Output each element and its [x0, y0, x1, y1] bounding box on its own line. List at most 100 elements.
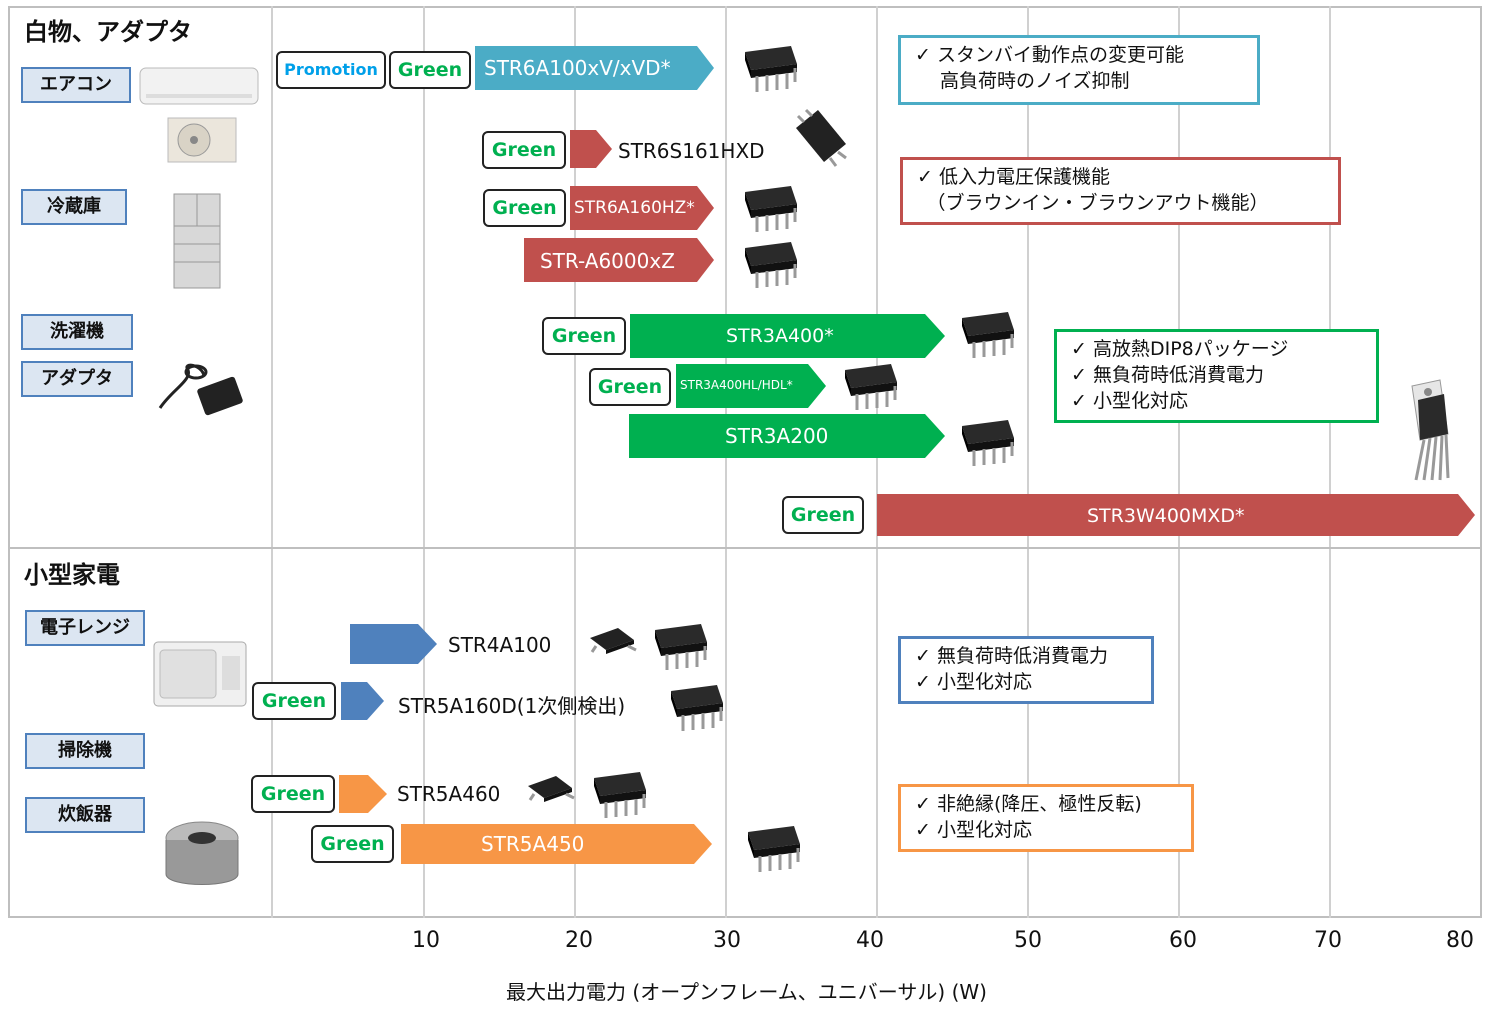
green-tag-str5a460: Green	[251, 775, 335, 813]
app-label-aircon: エアコン	[21, 67, 131, 103]
green-tag-str3a400: Green	[542, 317, 626, 355]
dip8-package-icon	[653, 622, 709, 672]
note-line: ✓ スタンバイ動作点の変更可能	[915, 44, 1184, 66]
dip8-package-icon	[592, 770, 648, 820]
feature-note-str5a4: ✓ 非絶縁(降圧、極性反転) ✓ 小型化対応	[898, 784, 1194, 852]
app-label-washer: 洗濯機	[21, 314, 133, 350]
product-name-str3a400: STR3A400*	[726, 325, 834, 347]
product-name-str5a460: STR5A460	[397, 782, 501, 806]
note-line: ✓ 非絶縁(降圧、極性反転)	[915, 793, 1142, 815]
dip8-package-icon	[743, 44, 799, 94]
x-tick-label: 40	[856, 928, 884, 953]
product-bar-str6a100	[475, 46, 714, 90]
dip8-package-icon	[743, 184, 799, 234]
product-bar-str3a200	[629, 414, 945, 458]
smd-package-icon	[588, 626, 638, 656]
app-label-fridge: 冷蔵庫	[21, 189, 127, 225]
x-tick-label: 80	[1446, 928, 1474, 953]
section-divider	[8, 547, 1482, 549]
app-label-microwave: 電子レンジ	[25, 610, 145, 646]
x-tick-label: 70	[1314, 928, 1342, 953]
feature-note-str4a-str5a160: ✓ 無負荷時低消費電力 ✓ 小型化対応	[898, 636, 1154, 704]
product-name-str3w400: STR3W400MXD*	[1087, 505, 1245, 527]
chart-frame	[8, 6, 1482, 918]
product-bar-str5a160d	[341, 682, 384, 720]
green-tag-str6a160: Green	[483, 189, 566, 227]
gridline-50	[1027, 6, 1029, 918]
promotion-tag: Promotion	[276, 51, 386, 89]
green-tag-str5a450: Green	[311, 825, 394, 863]
note-line: ✓ 無負荷時低消費電力	[1071, 364, 1264, 386]
app-label-adapter: アダプタ	[21, 361, 133, 397]
product-name-str5a450: STR5A450	[481, 832, 585, 856]
sop-package-icon	[796, 108, 847, 167]
product-bar-str5a460	[339, 775, 387, 813]
section-title-white-goods: 白物、アダプタ	[24, 18, 192, 46]
dip8-package-icon	[669, 683, 725, 733]
gridline-30	[725, 6, 727, 918]
green-tag-str6s161: Green	[482, 131, 566, 169]
aircon-indoor-unit-image	[139, 67, 259, 105]
gridline-40	[876, 6, 878, 918]
gridline-10	[423, 6, 425, 918]
product-bar-str4a100	[350, 624, 437, 664]
dip8-package-icon	[843, 362, 899, 412]
dip8-package-icon	[746, 824, 802, 874]
smd-package-icon	[526, 774, 576, 804]
app-label-rice-cooker: 炊飯器	[25, 797, 145, 833]
product-bar-str-a6000	[524, 238, 714, 282]
note-line: ✓ 小型化対応	[915, 671, 1032, 693]
feature-note-str3a: ✓ 高放熱DIP8パッケージ ✓ 無負荷時低消費電力 ✓ 小型化対応	[1054, 329, 1379, 423]
gridline-70	[1329, 6, 1331, 918]
to220-package-icon	[1411, 379, 1450, 481]
dip8-package-icon	[960, 418, 1016, 468]
product-bar-str5a450	[401, 824, 712, 864]
product-name-str-a6000: STR-A6000xZ	[540, 249, 675, 273]
product-bar-str3a400hl	[676, 364, 826, 408]
gridline-20	[574, 6, 576, 918]
product-bar-str3a400	[630, 314, 945, 358]
x-tick-label: 20	[565, 928, 593, 953]
product-name-str5a160d: STR5A160D(1次側検出)	[398, 694, 626, 718]
note-line: （ブラウンイン・ブラウンアウト機能）	[917, 192, 1269, 214]
product-name-str4a100: STR4A100	[448, 633, 552, 657]
x-axis-title: 最大出力電力 (オープンフレーム、ユニバーサル) (W)	[506, 980, 987, 1004]
product-name-str6a100: STR6A100xV/xVD*	[484, 56, 671, 80]
green-tag-str6a100: Green	[389, 51, 471, 89]
note-line: ✓ 高放熱DIP8パッケージ	[1071, 338, 1289, 360]
product-bar-str6s161	[570, 130, 612, 168]
green-tag-str3a400hl: Green	[589, 368, 671, 406]
product-bar-str6a160	[570, 186, 714, 230]
section-title-small-appliances: 小型家電	[24, 561, 120, 589]
x-tick-label: 30	[713, 928, 741, 953]
green-tag-str5a160d: Green	[252, 682, 336, 720]
note-line: ✓ 低入力電圧保護機能	[917, 166, 1110, 188]
aircon-outdoor-unit-image	[167, 117, 237, 163]
x-tick-label: 10	[412, 928, 440, 953]
product-name-str3a400hl: STR3A400HL/HDL*	[680, 378, 793, 392]
app-label-vacuum: 掃除機	[25, 733, 145, 769]
feature-note-str6a160: ✓ 低入力電圧保護機能 （ブラウンイン・ブラウンアウト機能）	[900, 157, 1341, 225]
product-name-str3a200: STR3A200	[725, 424, 829, 448]
note-line: ✓ 小型化対応	[1071, 390, 1188, 412]
fridge-image	[173, 193, 221, 289]
dip8-package-icon	[743, 240, 799, 290]
microwave-image	[153, 641, 247, 707]
product-name-str6a160: STR6A160HZ*	[574, 198, 695, 218]
rice-cooker-image	[165, 821, 239, 885]
product-bar-str3w400	[877, 494, 1475, 536]
note-line: ✓ 無負荷時低消費電力	[915, 645, 1108, 667]
x-tick-label: 50	[1014, 928, 1042, 953]
feature-note-str6a100: ✓ スタンバイ動作点の変更可能 高負荷時のノイズ抑制	[898, 35, 1260, 105]
ac-adapter-image	[158, 363, 243, 416]
note-line: 高負荷時のノイズ抑制	[915, 70, 1130, 92]
dip8-package-icon	[960, 310, 1016, 360]
label-column-divider	[271, 6, 273, 918]
x-tick-label: 60	[1169, 928, 1197, 953]
product-name-str6s161: STR6S161HXD	[618, 139, 765, 163]
gridline-60	[1178, 6, 1180, 918]
green-tag-str3w400: Green	[782, 496, 864, 534]
note-line: ✓ 小型化対応	[915, 819, 1032, 841]
